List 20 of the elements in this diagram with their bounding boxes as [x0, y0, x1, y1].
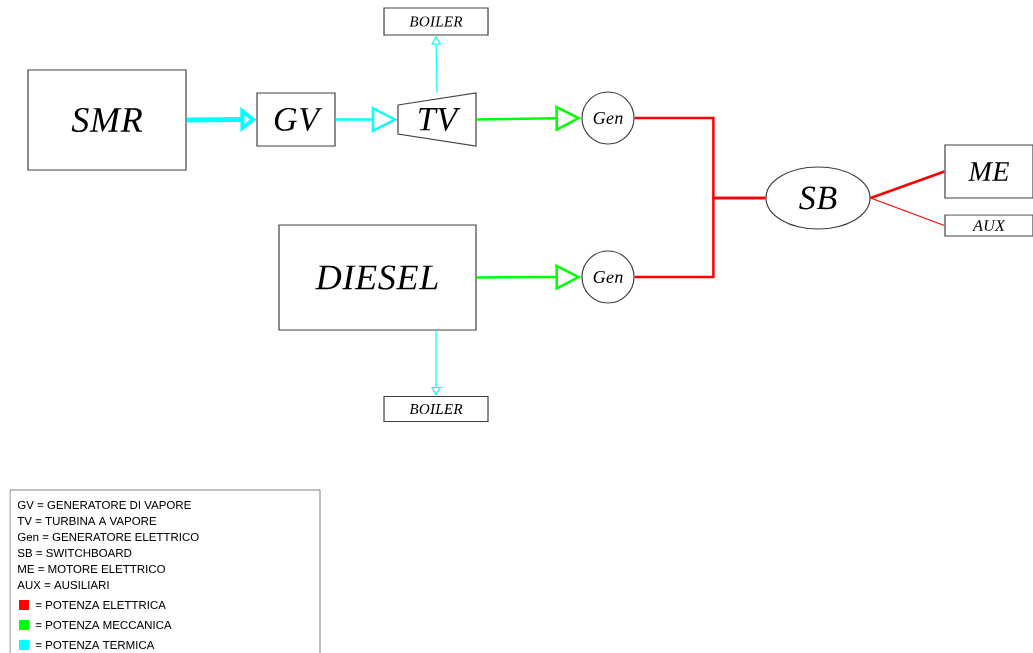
legend-text: = POTENZA ELETTRICA [35, 600, 166, 610]
connector-line [870, 170, 945, 200]
legend-text: AUX = AUSILIARI [17, 580, 109, 590]
generator-box: GV [256, 92, 336, 147]
motor-box: ME [944, 144, 1033, 199]
legend-text: TV = TURBINA A VAPORE [17, 516, 157, 526]
legend-text: Gen = GENERATORE ELETTRICO [17, 532, 199, 542]
legend-text: = POTENZA TERMICA [35, 640, 155, 650]
engine-box: DIESEL [278, 224, 477, 331]
legend-text: = POTENZA MECCANICA [35, 620, 172, 630]
connector-line [634, 196, 766, 279]
boiler-box: BOILER [383, 395, 489, 423]
turbine-trapezoid: TV [397, 92, 477, 147]
connector-line [870, 197, 945, 227]
legend-text: SB = SWITCHBOARD [17, 548, 132, 558]
reactor-box: SMR [27, 69, 187, 171]
legend-text: GV = GENERATORE DI VAPORE [17, 500, 191, 510]
auxiliaries-box: AUX [944, 214, 1033, 237]
legend-text: ME = MOTORE ELETTRICO [18, 564, 165, 574]
boiler-box: BOILER [383, 7, 489, 36]
